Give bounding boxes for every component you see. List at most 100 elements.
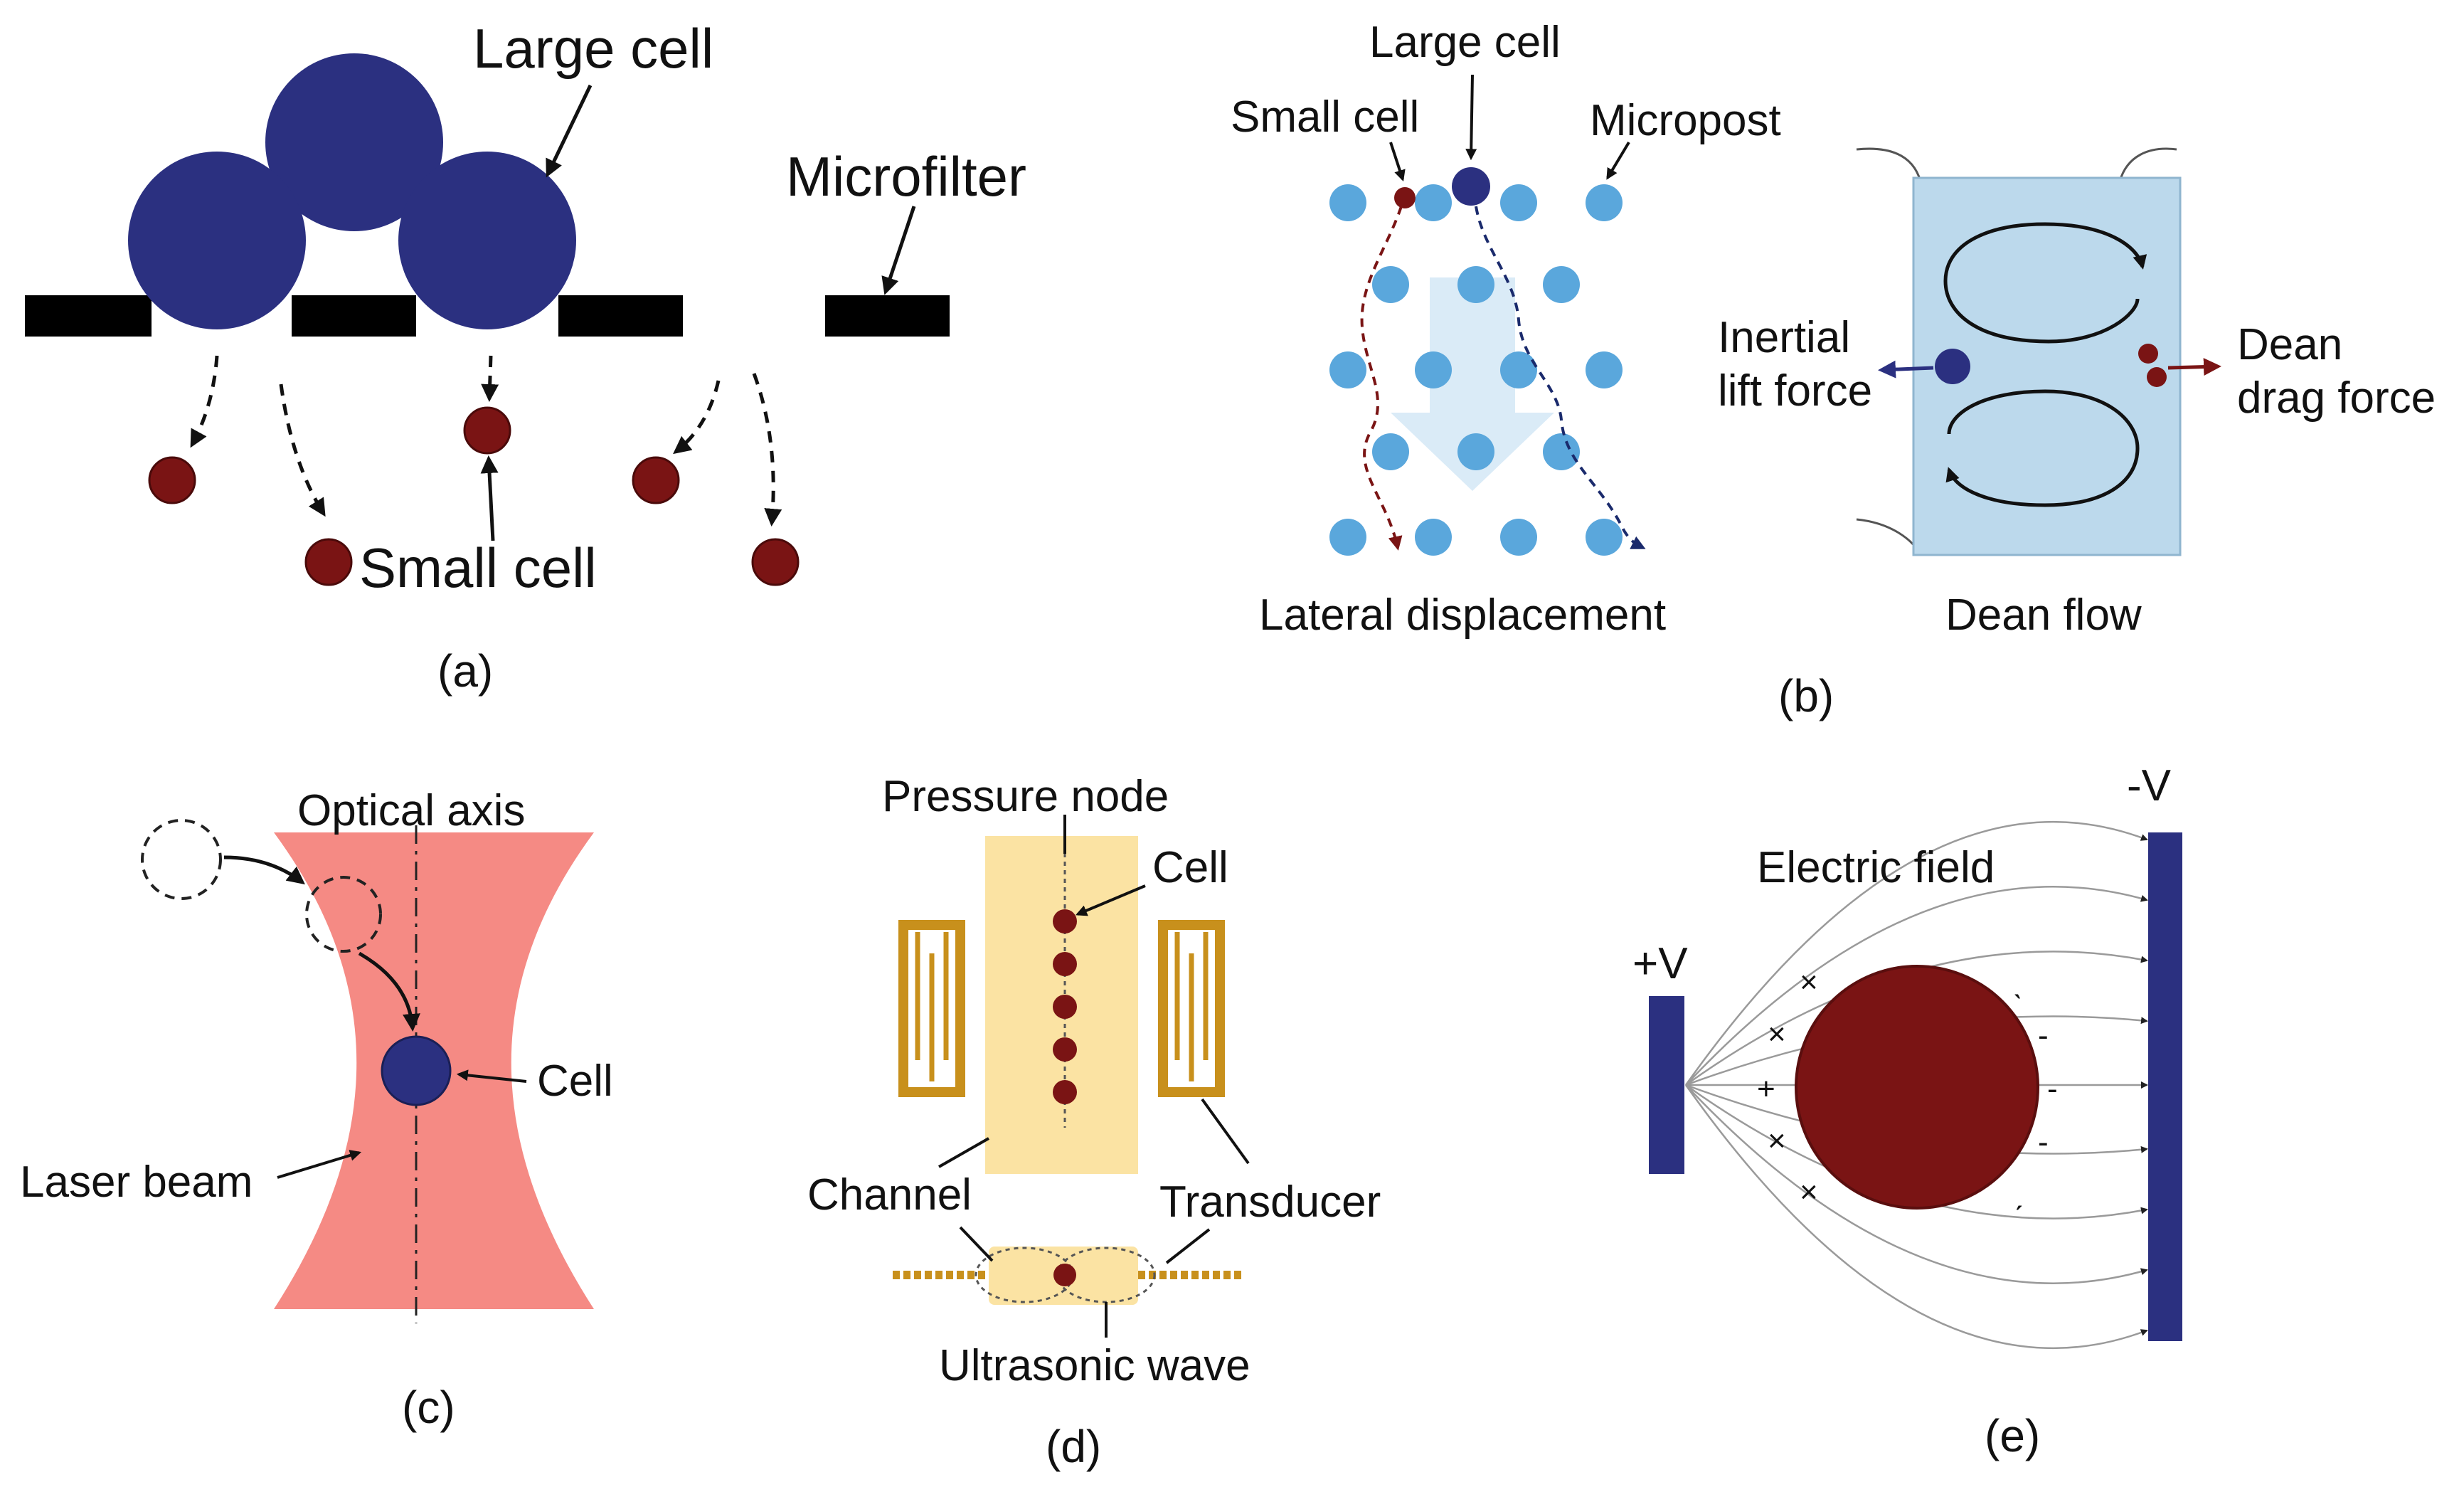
micropost (1586, 351, 1623, 388)
minus-v-label: -V (2127, 761, 2172, 810)
channel-pointer (938, 1137, 989, 1168)
polarized-cell (1795, 965, 2039, 1210)
panel-e: × × + × × ˎ - - - ˏ -V +V Electric field… (1632, 761, 2182, 1461)
cell (1053, 952, 1077, 976)
transducer-right (1158, 920, 1225, 1097)
microfilter-bar (558, 295, 683, 337)
large-cell-label: Large cell (1369, 18, 1561, 67)
channel-cross-pointer (959, 1226, 994, 1262)
cell (1053, 909, 1077, 933)
micropost-pointer (1606, 141, 1630, 180)
field-line (1684, 1084, 2148, 1350)
transducer-label: Transducer (1159, 1178, 1381, 1227)
cell-trajectory-start (141, 819, 222, 900)
cell (1053, 1037, 1077, 1062)
panel-label-c: (c) (402, 1382, 455, 1433)
small-cell (304, 538, 353, 586)
channel-wall (1856, 518, 1922, 556)
flow-arrow (752, 373, 782, 526)
large-cell-pointer (1465, 74, 1477, 161)
charge-mark: ˎ (2013, 965, 2024, 1000)
trapped-cell (381, 1035, 452, 1106)
micropost (1500, 519, 1537, 556)
micropost (1415, 184, 1452, 221)
micropost (1415, 519, 1452, 556)
small-cell-label: Small cell (1231, 92, 1419, 142)
flow-arrow (673, 380, 721, 455)
micropost (1586, 184, 1623, 221)
inertial-lift-force-label-2: lift force (1718, 366, 1872, 416)
charge-mark: - (2038, 1125, 2049, 1160)
microfilter-bar (825, 295, 950, 337)
cell-label: Cell (1152, 843, 1228, 892)
cell (1053, 995, 1077, 1019)
cell (1053, 1080, 1077, 1104)
micropost (1372, 433, 1409, 470)
large-cell (1935, 349, 1970, 384)
micropost (1457, 433, 1494, 470)
micropost (1543, 266, 1580, 303)
small-cell-label: Small cell (359, 536, 597, 599)
cell-pointer (1076, 884, 1146, 916)
panel-a: Large cell Microfilter Small cell (a) (25, 17, 1026, 697)
panel-c: Optical axis Cell Laser beam (c) (20, 786, 613, 1433)
small-cell (1394, 187, 1416, 208)
panel-b: Large cell Small cell Micropost Lateral … (1231, 18, 2436, 721)
cell (1053, 1264, 1076, 1286)
small-cell (463, 406, 511, 455)
charge-mark: - (2038, 1018, 2049, 1053)
large-cell (128, 152, 306, 329)
pressure-node-label: Pressure node (882, 772, 1169, 821)
dean-vortex (1945, 389, 2140, 507)
flow-arrow (481, 355, 499, 402)
trapping-arrow (223, 855, 305, 885)
micropost (1500, 184, 1537, 221)
dean-vortex (1943, 222, 2147, 344)
charge-mark: × (1800, 965, 1818, 1000)
panel-label-e: (e) (1985, 1410, 2040, 1461)
microfilter-bar (292, 295, 416, 337)
charge-mark: - (2047, 1071, 2058, 1106)
micropost (1372, 266, 1409, 303)
field-line (1684, 820, 2148, 1086)
charge-mark: ˏ (2013, 1176, 2024, 1211)
micropost (1586, 519, 1623, 556)
small-cell (632, 456, 680, 504)
laser-beam-label: Laser beam (20, 1158, 253, 1207)
microfilter-pointer (881, 206, 916, 295)
panel-d: Pressure node Cell Channel Transducer Ul… (807, 772, 1381, 1472)
small-cell (148, 456, 196, 504)
electric-field-label: Electric field (1757, 843, 1995, 892)
laser-beam-pointer (277, 1150, 362, 1179)
cell-label: Cell (537, 1057, 613, 1106)
negative-electrode (2148, 832, 2182, 1341)
lateral-displacement-label: Lateral displacement (1259, 591, 1666, 640)
flow-arrow (279, 383, 326, 517)
dean-drag-force-label-1: Dean (2237, 320, 2342, 369)
transducer-pointer (1201, 1098, 1250, 1165)
small-cell (751, 538, 800, 586)
large-cell (398, 152, 576, 329)
large-cell (1452, 167, 1490, 206)
field-line (1685, 1084, 2148, 1284)
micropost (1329, 351, 1366, 388)
dean-drag-force-arrow (2167, 358, 2221, 376)
micropost-label: Micropost (1590, 96, 1781, 145)
small-cell-pointer (1389, 142, 1406, 182)
microfilter-bar (25, 295, 152, 337)
charge-mark: × (1768, 1123, 1786, 1158)
micropost (1329, 184, 1366, 221)
channel-wall (2118, 147, 2177, 182)
charge-mark: + (1757, 1071, 1775, 1106)
micropost (1543, 433, 1580, 470)
positive-electrode (1649, 996, 1684, 1174)
micropost (1415, 351, 1452, 388)
flow-direction-arrow (1391, 277, 1554, 491)
micropost (1329, 519, 1366, 556)
charge-mark: × (1768, 1017, 1786, 1052)
micropost-array (1329, 184, 1623, 556)
large-cell-label: Large cell (473, 17, 713, 80)
cell-trajectory-mid (305, 876, 382, 953)
inertial-lift-force-label-1: Inertial (1718, 313, 1850, 362)
